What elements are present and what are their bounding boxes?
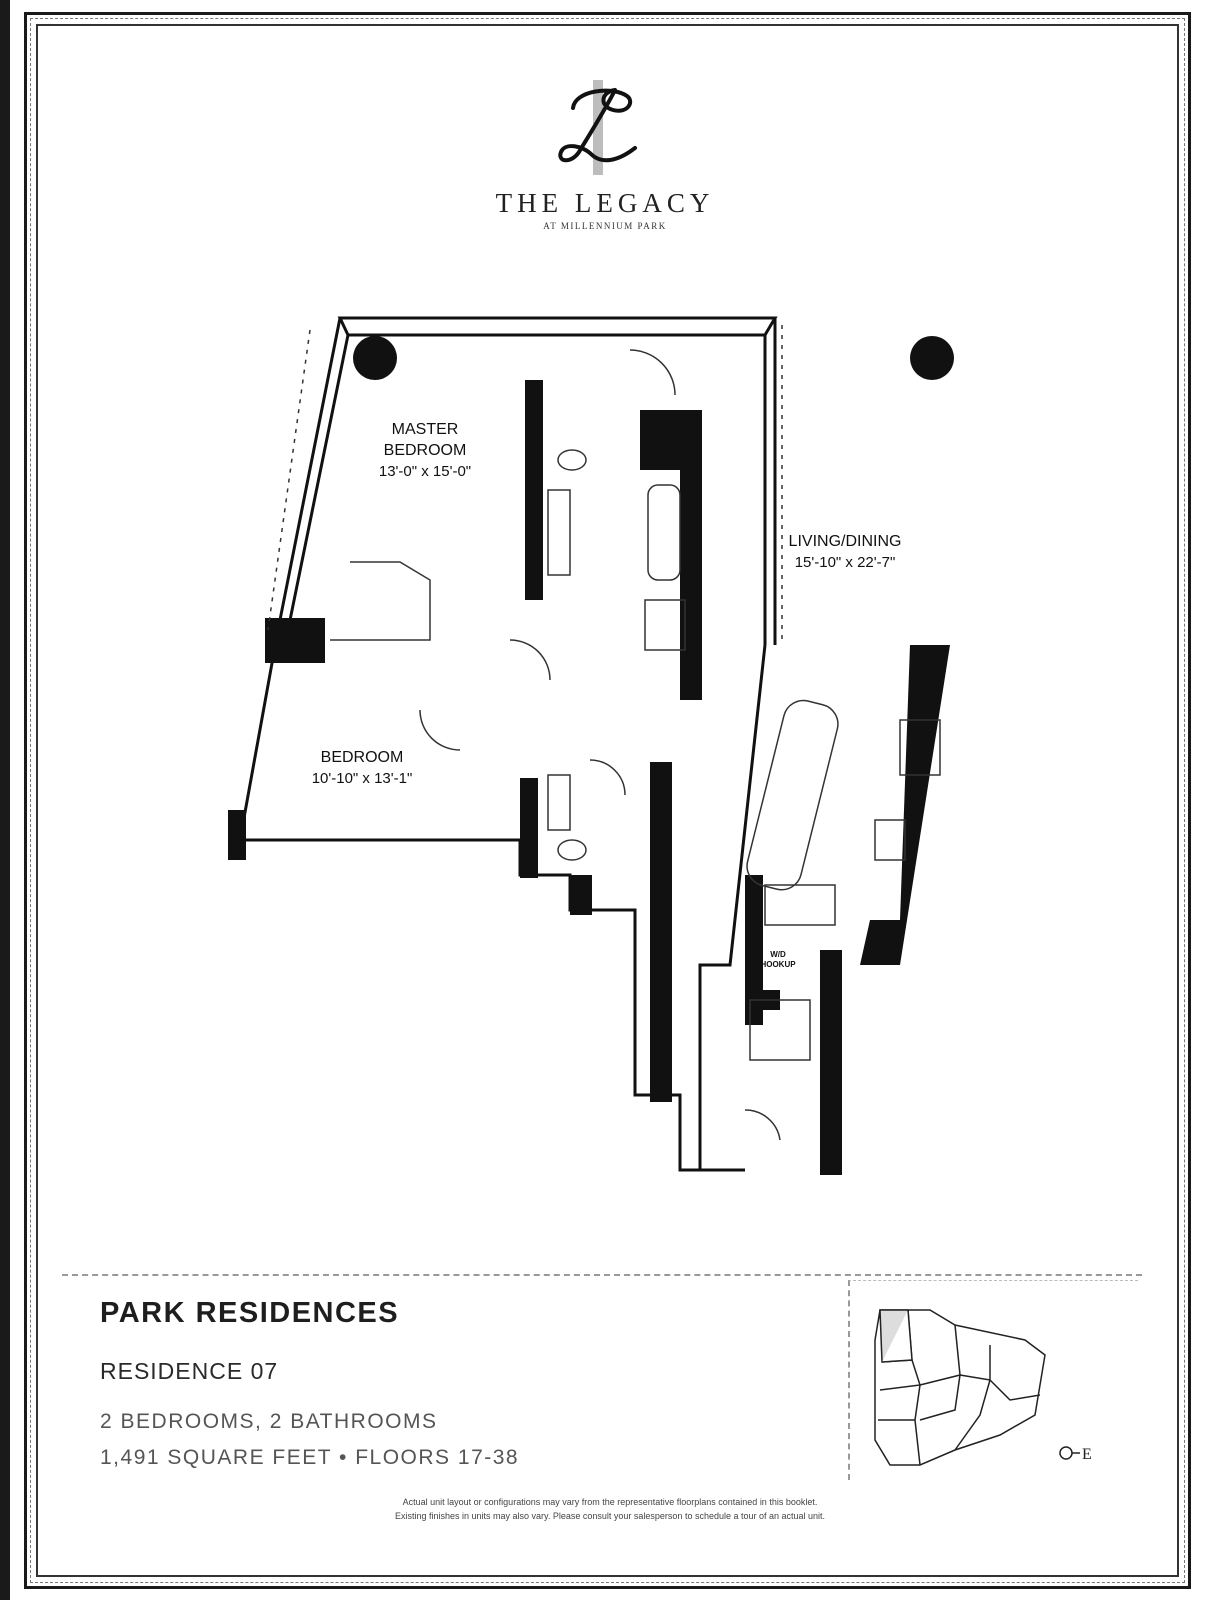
page-border-inner (36, 24, 1179, 1577)
bedrooms-bathrooms: 2 BEDROOMS, 2 BATHROOMS (100, 1410, 438, 1433)
label-bedroom: BEDROOM 10'-10" x 13'-1" (282, 748, 442, 788)
master-dims: 13'-0" x 15'-0" (378, 462, 472, 480)
core-wall-1 (650, 762, 672, 1102)
legacy-logo-icon (558, 80, 637, 175)
bedroom-name: BEDROOM (320, 749, 404, 766)
kitchen-island (746, 699, 839, 891)
page-border-outer (24, 12, 1191, 1589)
column-wall-2 (640, 410, 702, 470)
window-line-left (267, 329, 311, 631)
sink (874, 819, 906, 861)
brand-subtitle: AT MILLENNIUM PARK (543, 221, 667, 231)
bedroom-dims: 10'-10" x 13'-1" (311, 769, 413, 787)
exterior-wall-top (337, 316, 778, 337)
door-swing-entry (744, 1109, 781, 1141)
key-plan: E (874, 1309, 1092, 1466)
column-wall-4 (265, 618, 325, 663)
door-swing-balcony (629, 349, 676, 396)
living-dims: 15'-10" x 22'-7" (794, 553, 896, 571)
kitchen-counter (764, 884, 836, 926)
compass-icon (1059, 1446, 1073, 1460)
column-wall-5 (228, 810, 246, 860)
door-swing-bath (589, 759, 626, 796)
shower (644, 599, 686, 651)
keyplan-partitions (878, 1309, 1041, 1466)
closet (330, 561, 431, 641)
brand-name: THE LEGACY (495, 188, 715, 218)
laundry-closet (749, 999, 811, 1061)
page-border-middle (30, 18, 1185, 1583)
core-wall-3 (570, 875, 592, 915)
disclaimer-line1: Actual unit layout or configurations may… (402, 1497, 818, 1507)
square-feet-floors: 1,491 SQUARE FEET • FLOORS 17-38 (100, 1446, 520, 1469)
keyplan-frame (848, 1280, 1138, 1480)
disclaimer: Actual unit layout or configurations may… (300, 1496, 920, 1523)
section-divider (62, 1274, 1142, 1276)
exterior-wall-left (276, 317, 350, 631)
interior-right-outline (698, 644, 767, 1170)
structural-column-2 (910, 336, 954, 380)
disclaimer-line2: Existing finishes in units may also vary… (394, 1510, 826, 1521)
bathtub (647, 484, 681, 581)
label-living-dining: LIVING/DINING 15'-10" x 22'-7" (760, 532, 930, 572)
wd-line2: HOOKUP (760, 960, 796, 969)
door-swing-master (509, 639, 551, 681)
toilet-master (557, 449, 587, 471)
core-wall-5 (820, 950, 842, 1175)
kitchen-wall (860, 645, 950, 965)
label-wd-hookup: W/D HOOKUP (748, 950, 808, 970)
wd-line1: W/D (770, 950, 786, 959)
compass-label: E (1082, 1446, 1092, 1463)
core-wall-4 (745, 875, 763, 1025)
column-wall-1 (525, 380, 543, 600)
living-name: LIVING/DINING (788, 533, 902, 550)
refrigerator (899, 719, 941, 776)
core-wall-2 (520, 778, 538, 878)
door-swing-bedroom (419, 709, 461, 751)
label-master-bedroom: MASTER BEDROOM 13'-0" x 15'-0" (350, 420, 500, 481)
vanity-second (547, 774, 571, 831)
scan-edge (0, 0, 10, 1600)
structural-column-1 (353, 336, 397, 380)
floor-plan (228, 316, 954, 1175)
residence-number: RESIDENCE 07 (100, 1358, 279, 1384)
master-name-line2: BEDROOM (383, 441, 467, 459)
exterior-wall-right (763, 318, 777, 645)
master-name-line1: MASTER (391, 421, 459, 438)
column-wall-3 (680, 470, 702, 700)
collection-title: PARK RESIDENCES (100, 1297, 400, 1329)
toilet-second (557, 839, 587, 861)
vanity-master (547, 489, 571, 576)
